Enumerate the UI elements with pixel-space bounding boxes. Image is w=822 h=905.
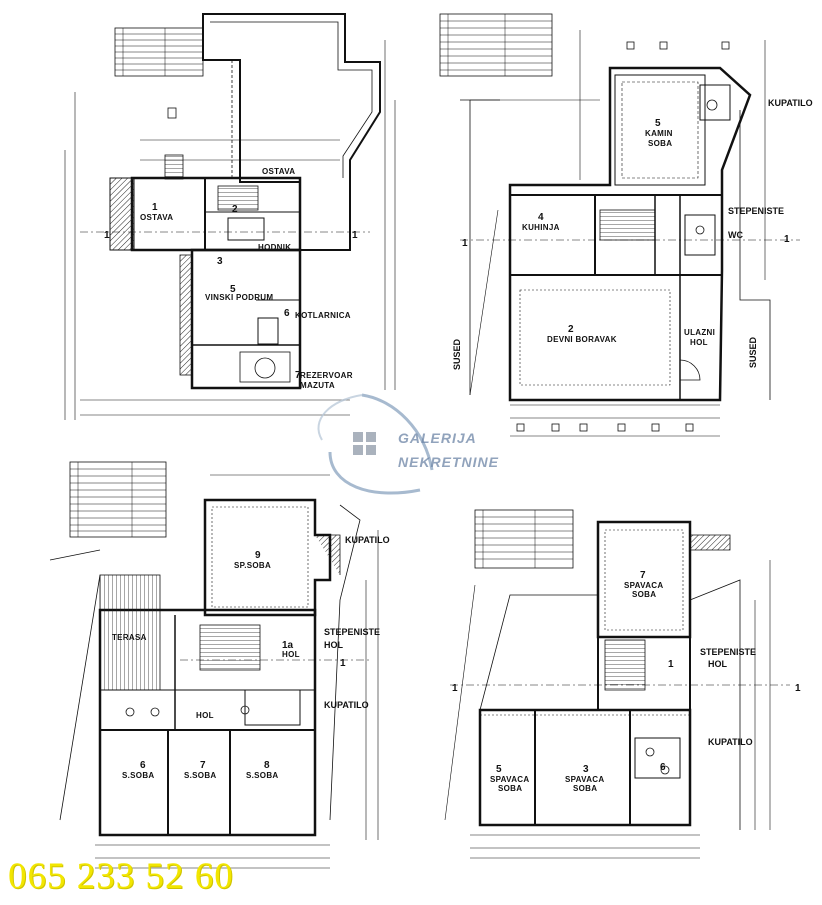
first-room-number-7: 7 <box>200 760 206 771</box>
ground-room-number-4: 4 <box>538 212 544 223</box>
attic-room-soba-top: SOBA <box>632 590 656 599</box>
watermark-line-2: NEKRETNINE <box>398 454 500 470</box>
first-room-hol-small: HOL <box>282 650 300 659</box>
basement-room-vinski-podrum: VINSKI PODRUM <box>205 293 273 302</box>
attic-label-stepeniste: STEPENISTE <box>700 647 756 657</box>
ground-floor-plan: 5 KAMIN SOBA 4 KUHINJA 2 DEVNI BORAVAK U… <box>439 13 813 437</box>
attic-section-mark-left: 1 <box>452 683 458 694</box>
ground-room-dnevni-boravak: DEVNI BORAVAK <box>547 335 617 344</box>
first-floor-legend-table <box>69 461 167 538</box>
attic-room-soba-mid: SOBA <box>573 784 597 793</box>
attic-legend-table <box>474 509 574 569</box>
first-room-hol: HOL <box>196 711 214 720</box>
basement-section-mark-right: 1 <box>352 230 358 241</box>
first-section-mark-right: 1 <box>340 658 346 669</box>
first-label-kupatilo-bottom: KUPATILO <box>324 700 369 710</box>
ground-room-hol: HOL <box>690 338 708 347</box>
first-room-s-soba-6: S.SOBA <box>122 771 154 780</box>
attic-plan: 7 SPAVACA SOBA 1 STEPENISTE HOL KUPATILO… <box>444 509 801 859</box>
ground-room-number-2: 2 <box>568 324 574 335</box>
attic-room-number-7: 7 <box>640 570 646 581</box>
ground-section-mark-right: 1 <box>784 234 790 245</box>
basement-room-ostava-top: OSTAVA <box>262 167 295 176</box>
watermark-logo <box>317 393 434 495</box>
first-room-number-6: 6 <box>140 760 146 771</box>
ground-room-kamin: KAMIN <box>645 129 673 138</box>
ground-legend-table <box>439 13 553 77</box>
basement-room-hodnik: HODNIK <box>258 243 291 252</box>
ground-room-soba: SOBA <box>648 139 672 148</box>
first-room-number-8: 8 <box>264 760 270 771</box>
basement-room-number-5: 5 <box>230 284 236 295</box>
first-room-terasa: TERASA <box>112 633 147 642</box>
ground-room-kuhinja: KUHINJA <box>522 223 560 232</box>
ground-label-stepeniste: STEPENISTE <box>728 206 784 216</box>
attic-section-mark-right: 1 <box>795 683 801 694</box>
basement-legend-table <box>114 27 204 77</box>
first-label-stepeniste: STEPENISTE <box>324 627 380 637</box>
basement-room-ostava: OSTAVA <box>140 213 173 222</box>
attic-label-kupatilo: KUPATILO <box>708 737 753 747</box>
first-room-number-9: 9 <box>255 550 261 561</box>
attic-label-hol: HOL <box>708 659 728 669</box>
basement-section-mark-left: 1 <box>104 230 110 241</box>
first-room-s-soba-7: S.SOBA <box>184 771 216 780</box>
contact-phone-number: 065 233 52 60 <box>8 856 234 897</box>
basement-room-kotlarnica: KOTLARNICA <box>295 311 351 320</box>
ground-label-kupatilo: KUPATILO <box>768 98 813 108</box>
attic-room-soba-left: SOBA <box>498 784 522 793</box>
attic-room-spavaca-left: SPAVACA <box>490 775 529 784</box>
attic-room-spavaca-top: SPAVACA <box>624 581 663 590</box>
basement-room-number-1: 1 <box>152 202 158 213</box>
ground-section-mark-left: 1 <box>462 238 468 249</box>
first-label-hol: HOL <box>324 640 344 650</box>
ground-label-sused-left: SUSED <box>452 338 462 370</box>
basement-room-number-7: 7 <box>295 370 301 381</box>
attic-room-number-5: 5 <box>496 764 502 775</box>
first-label-kupatilo-top: KUPATILO <box>345 535 390 545</box>
attic-room-number-6: 6 <box>660 762 666 773</box>
attic-room-number-1: 1 <box>668 659 674 670</box>
attic-room-number-3: 3 <box>583 764 589 775</box>
basement-room-number-2: 2 <box>232 204 238 215</box>
first-room-sp-soba: SP.SOBA <box>234 561 271 570</box>
basement-plan: OSTAVA 1 OSTAVA 2 HODNIK 3 5 VINSKI PODR… <box>64 13 396 420</box>
first-room-s-soba-8: S.SOBA <box>246 771 278 780</box>
watermark-line-1: GALERIJA <box>398 430 477 446</box>
first-floor-plan: 9 SP.SOBA TERASA 1a HOL HOL 6 S.SOBA 7 S… <box>49 461 390 869</box>
ground-room-number-5: 5 <box>655 118 661 129</box>
basement-room-number-3: 3 <box>217 256 223 267</box>
ground-label-sused-right: SUSED <box>748 336 758 368</box>
basement-room-mazuta: MAZUTA <box>300 381 335 390</box>
ground-room-ulazni: ULAZNI <box>684 328 715 337</box>
ground-room-wc: WC <box>728 230 743 240</box>
first-room-number-1a: 1a <box>282 640 294 651</box>
attic-room-spavaca-mid: SPAVACA <box>565 775 604 784</box>
basement-room-rezervoar: REZERVOAR <box>300 371 353 380</box>
watermark-grid-icon <box>353 432 376 455</box>
basement-room-number-6: 6 <box>284 308 290 319</box>
